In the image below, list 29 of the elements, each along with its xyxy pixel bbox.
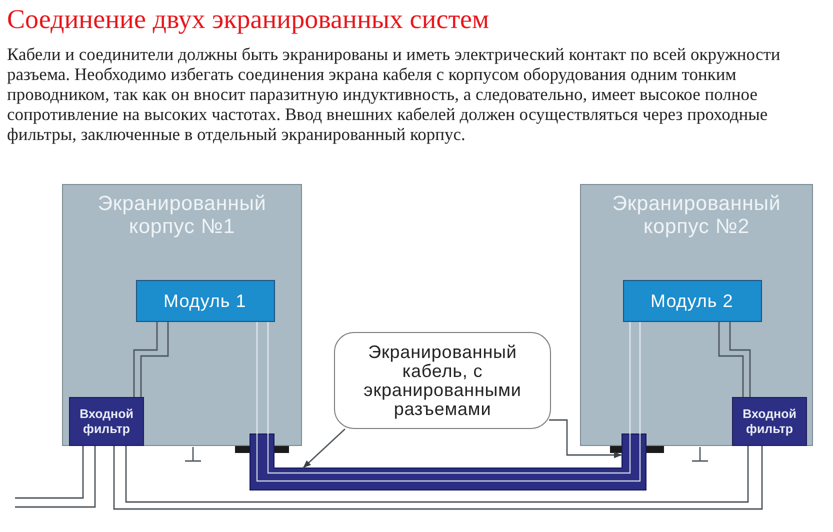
wire (140, 322, 169, 397)
shielded-enclosure (580, 184, 813, 446)
wire (729, 322, 751, 397)
shielded-enclosure (62, 184, 302, 446)
filter-block (732, 397, 807, 446)
wire (639, 322, 641, 434)
title: Соединение двух экранированных систем (7, 3, 490, 35)
wire (133, 322, 158, 397)
module-label: Модуль 1 (164, 290, 248, 312)
wire (15, 446, 96, 508)
wire (256, 322, 258, 434)
wire (267, 322, 269, 434)
wire (629, 322, 631, 434)
filter-block (69, 397, 144, 446)
filter-label: Входной фильтр (742, 406, 797, 436)
module-block (623, 280, 762, 322)
description-text: Кабели и соединители должны быть экранированы и иметь электрический контакт по всей окружности разъема. Необходимо избегать соединения экрана кабеля с корпусом оборудования одним тонким проводником, так как он вносит паразитную индуктивность, а следовательно, имеет высокое полное сопротивление на высоких частотах. Ввод внешних кабелей должен осуществляться через проходные фильтры, заключенные в отдельный экранированный корпус. (7, 44, 782, 144)
leader-line (549, 419, 622, 458)
shielded-cable (250, 434, 646, 490)
enclosure-label: Экранированный корпус №1 (97, 192, 267, 238)
callout-bubble (334, 332, 551, 429)
leader-line (302, 428, 346, 469)
module-label: Модуль 2 (650, 290, 734, 312)
wire (15, 446, 84, 499)
wire (718, 322, 744, 397)
enclosure-label: Экранированный корпус №2 (612, 192, 782, 238)
module-block (136, 280, 275, 322)
filter-label: Входной фильтр (79, 406, 134, 436)
callout-text: Экранированный кабель, с экранированными разъемами (363, 342, 522, 418)
